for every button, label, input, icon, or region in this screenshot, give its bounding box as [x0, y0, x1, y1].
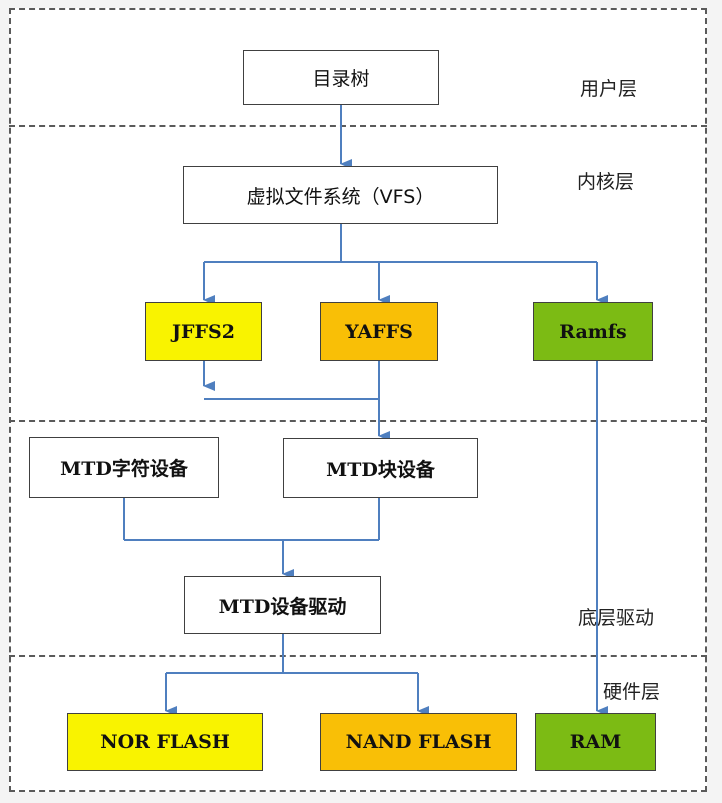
layer-label-kernel: 内核层	[577, 171, 635, 193]
jffs2-label: JFFS2	[172, 320, 235, 343]
ramfs-node: Ramfs	[533, 302, 653, 361]
driver-hardware-separator	[9, 655, 707, 657]
directory-tree-label: 目录树	[312, 68, 370, 90]
layer-label-user: 用户层	[580, 78, 638, 100]
directory-tree-node: 目录树	[243, 50, 439, 105]
user-kernel-separator	[9, 125, 707, 127]
ram-label: RAM	[569, 731, 622, 753]
nand-flash-label: NAND FLASH	[345, 731, 492, 753]
mtd-driver-node: MTD设备驱动	[184, 576, 381, 634]
nor-flash-node: NOR FLASH	[67, 713, 263, 771]
nor-flash-label: NOR FLASH	[100, 731, 230, 753]
jffs2-node: JFFS2	[145, 302, 262, 361]
layer-label-hardware: 硬件层	[603, 681, 661, 703]
ram-node: RAM	[535, 713, 656, 771]
mtd-block-device-label: MTD块设备	[326, 458, 435, 481]
mtd-char-device-node: MTD字符设备	[29, 437, 219, 498]
mtd-driver-label: MTD设备驱动	[218, 595, 347, 618]
vfs-label: 虚拟文件系统（VFS）	[246, 185, 435, 208]
vfs-node: 虚拟文件系统（VFS）	[183, 166, 498, 224]
kernel-driver-separator	[9, 420, 707, 422]
ramfs-label: Ramfs	[559, 320, 627, 343]
yaffs-node: YAFFS	[320, 302, 438, 361]
mtd-char-device-label: MTD字符设备	[60, 458, 188, 480]
layer-label-driver: 底层驱动	[578, 607, 655, 629]
yaffs-label: YAFFS	[345, 320, 413, 343]
mtd-block-device-node: MTD块设备	[283, 438, 478, 498]
nand-flash-node: NAND FLASH	[320, 713, 517, 771]
